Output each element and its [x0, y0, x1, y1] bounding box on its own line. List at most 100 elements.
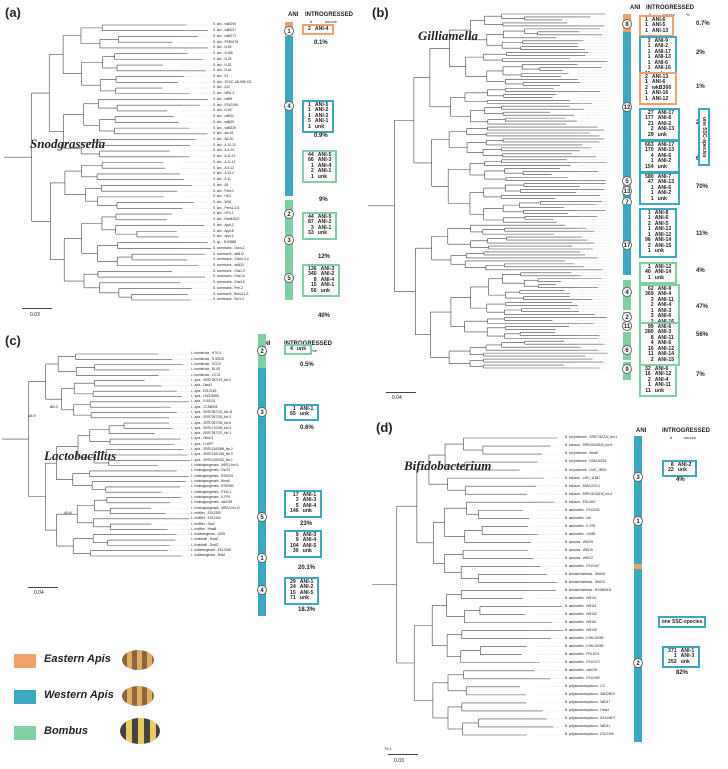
leaf-label: B. asteroides - DSM-20089	[565, 644, 604, 649]
introgressed-source: ANI-3	[657, 307, 672, 314]
introgressed-source: ANI-1	[314, 118, 329, 125]
phylogenetic-tree-b	[368, 13, 608, 369]
introgressed-source: ANI-12	[657, 345, 675, 352]
introgressed-source: ANI-1	[320, 282, 335, 289]
num-header-b: #	[649, 12, 651, 17]
leaf-label: S. alvi - wkB339	[213, 125, 236, 130]
introgressed-source: ANI-15	[654, 242, 672, 249]
leaf-label: L. apis - SRR7287231_bin.11	[191, 409, 233, 414]
bee-icon	[122, 650, 154, 670]
introgressed-source: ANI-12	[654, 371, 672, 378]
leaf-label: L. mellifer - Dsx2	[191, 521, 215, 526]
introgressed-count: 104	[290, 542, 299, 549]
introgressed-count: 24	[290, 584, 296, 591]
introgressed-source: ANI-13	[654, 226, 672, 233]
leaf-label: B. coryneforme - LMG_18911	[565, 467, 607, 472]
introgressed-source: ANI-8	[654, 210, 669, 216]
introgressed-count: 2	[645, 84, 648, 91]
leaf-label: L. apis - ESL0183	[191, 388, 217, 393]
leaf-label: S. alvi - Ferd-2	[213, 188, 234, 193]
ani-header-a: ANI	[288, 12, 299, 18]
introgressed-percent: 23%	[300, 521, 313, 527]
introgressed-percent: 82%	[676, 670, 689, 676]
legend-label: Eastern Apis	[44, 653, 111, 665]
introgressed-source: unk	[299, 595, 310, 602]
introgressed-count: 15	[310, 282, 317, 289]
introgressed-count: 62	[647, 286, 654, 292]
phylogenetic-tree-c	[2, 353, 190, 557]
introgressed-source: ANI-6	[651, 17, 666, 23]
leaf-label: L. apis - SRR12181036_bin.9	[191, 452, 233, 457]
ani-group-number: 1	[284, 26, 294, 36]
leaf-label: S. alvi - E1	[213, 73, 229, 78]
introgressed-count: 4	[650, 340, 654, 347]
leaf-label: L. apis - H-WP7	[191, 441, 214, 446]
introgressed-count: 1	[647, 210, 651, 216]
introgressed-source: ANI-5	[314, 102, 329, 108]
introgressed-source: ANI-9	[657, 286, 672, 292]
panel-label-b: (b)	[372, 5, 389, 20]
leaf-label: S. alvi - ESL0196	[213, 102, 238, 107]
introgressed-source: ANI-2	[654, 43, 669, 50]
introgressed-count: 3	[310, 224, 314, 231]
introgressed-count: 8	[313, 276, 317, 283]
introgressed-source: unk	[296, 346, 307, 352]
leaf-label: L. helsingborgensis - MRS1-bin.3	[191, 463, 239, 468]
introgressed-source: unk	[302, 508, 312, 515]
leaf-label: B. polysaccharolyticum - C3	[565, 684, 605, 689]
phylogenetic-tree-d	[372, 437, 564, 736]
introgressed-source: ANI-17	[657, 142, 675, 148]
introgressed-count: 8	[670, 462, 674, 468]
leaf-label: S. alvi - W18	[213, 200, 232, 204]
leaf-label: B. apousia - W8109	[565, 539, 593, 544]
introgressed-count: 1	[650, 184, 654, 191]
ssc-species-badge-b: one SSC-species	[698, 108, 710, 166]
introgressed-count: 40	[645, 269, 651, 276]
introgressed-source: ANI-3	[302, 497, 317, 504]
introgressed-count: 9	[295, 537, 299, 544]
introgressed-count: 1	[645, 27, 648, 34]
introgressed-percent: 40%	[318, 313, 331, 319]
introgressed-source: ANI-2	[657, 158, 672, 165]
introgressed-source: ANI-6	[654, 215, 669, 222]
ani-group-number: 8	[622, 19, 632, 29]
legend-swatch	[14, 654, 36, 668]
leaf-label: S. alvi - A-11-12	[213, 154, 236, 159]
introgressed-count: 1	[647, 59, 651, 66]
introgressed-source: unk	[680, 658, 690, 665]
introgressed-count: 3	[647, 38, 651, 44]
leaf-label: S. alvi - N-52	[213, 62, 232, 67]
leaf-label: S. communis - wkB12	[213, 251, 244, 256]
leaf-label: B. polysaccharolyticum - W8111	[565, 724, 611, 729]
introgressed-source: ANI-6	[657, 115, 672, 122]
introgressed-source: ANI-14	[654, 237, 672, 244]
ani-group-number: 2	[257, 346, 267, 356]
leaf-label: S. alvi - A5	[213, 182, 229, 187]
introgressed-source: ANI-1	[302, 492, 317, 498]
genus-label-d: Bifidobacterium	[404, 458, 492, 473]
introgressed-count: 11	[648, 351, 654, 358]
introgressed-count: 32	[645, 366, 651, 372]
leaf-label: L. helsingborgensis - K-FF6	[191, 494, 231, 499]
introgressed-count: 66	[308, 157, 314, 164]
introgressed-count: 1	[308, 107, 311, 114]
leaf-label: L. apis - CCM8405	[191, 404, 218, 409]
introgressed-source: ANI-13	[657, 147, 675, 154]
leaf-label: S. communis - Perl-2	[213, 285, 243, 290]
introgressed-count: 17	[292, 492, 299, 498]
leaf-label: L. bombicola - OCC3	[191, 362, 221, 367]
leaf-label: B. choladohabitans - W8106	[565, 571, 606, 576]
introgressed-source: ANI-13	[651, 74, 669, 80]
ani-group-number: 2	[633, 658, 643, 668]
introgressed-source: ANI-4	[657, 291, 672, 298]
introgressed-count: 56	[310, 287, 317, 294]
introgressed-source: ANI-11	[657, 334, 674, 341]
introgressed-count: 146	[290, 508, 299, 515]
introgressed-count: 27	[647, 110, 654, 116]
legend-swatch	[14, 726, 36, 740]
introgressed-source: ANI-17	[654, 48, 671, 55]
leaf-label: B. asteroides - PRL2011	[565, 652, 600, 657]
